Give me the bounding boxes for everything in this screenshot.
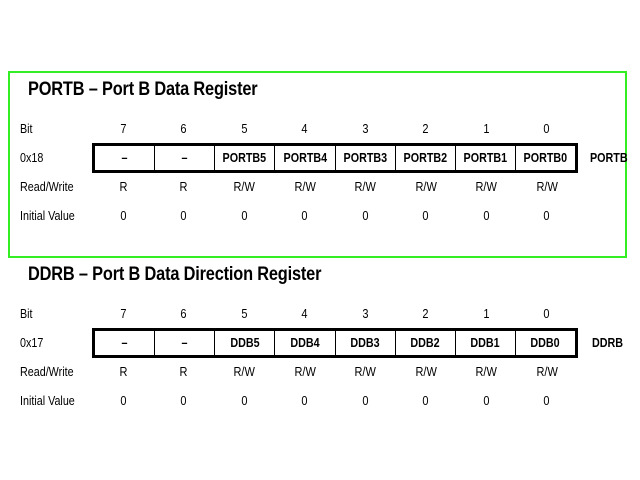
ddrb-bit-label: Bit	[20, 307, 33, 321]
portb-initial-value: 0	[120, 209, 127, 223]
portb-initial-value: 0	[241, 209, 248, 223]
portb-title: PORTB – Port B Data Register	[28, 79, 258, 100]
ddrb-bit-number: 0	[543, 307, 550, 321]
portb-bit-cell: PORTB1	[456, 146, 516, 170]
ddrb-bit-cell: DDB5	[215, 331, 276, 355]
ddrb-initial-label: Initial Value	[20, 394, 75, 408]
ddrb-bit-number: 7	[120, 307, 127, 321]
ddrb-bit-cell: –	[155, 331, 216, 355]
portb-bit-numbers: 7 6 5 4 3 2 1 0	[93, 122, 577, 136]
portb-register-name: PORTB	[590, 151, 628, 165]
portb-bit-number: 5	[241, 122, 248, 136]
portb-register-box: – – PORTB5 PORTB4 PORTB3 PORTB2 PORTB1 P…	[92, 143, 578, 173]
portb-bit-number: 7	[120, 122, 127, 136]
ddrb-bit-cell: DDB2	[396, 331, 456, 355]
ddrb-bit-number: 1	[483, 307, 490, 321]
ddrb-bit-cell: DDB1	[456, 331, 516, 355]
ddrb-title: DDRB – Port B Data Direction Register	[28, 264, 322, 285]
portb-bit-cell: PORTB2	[396, 146, 456, 170]
ddrb-initial-value: 0	[422, 394, 429, 408]
portb-address-label: 0x18	[20, 151, 44, 165]
ddrb-bit-number: 4	[301, 307, 308, 321]
ddrb-initial-value: 0	[483, 394, 490, 408]
ddrb-register-box: – – DDB5 DDB4 DDB3 DDB2 DDB1 DDB0	[92, 328, 578, 358]
portb-initial-value: 0	[180, 209, 187, 223]
ddrb-initial-value: 0	[301, 394, 308, 408]
portb-bit-number: 4	[301, 122, 308, 136]
portb-rw-label: Read/Write	[20, 180, 74, 194]
ddrb-bit-number: 5	[241, 307, 248, 321]
ddrb-initial-value: 0	[180, 394, 187, 408]
ddrb-access-value: R/W	[294, 365, 316, 379]
ddrb-access-value: R/W	[233, 365, 255, 379]
portb-bit-cell: –	[155, 146, 216, 170]
ddrb-register-name: DDRB	[592, 336, 624, 350]
portb-bit-number: 0	[543, 122, 550, 136]
portb-bit-number: 1	[483, 122, 490, 136]
portb-bit-cell: PORTB0	[523, 151, 568, 165]
portb-bit-cell: PORTB3	[336, 146, 396, 170]
ddrb-access-value: R/W	[536, 365, 558, 379]
ddrb-initial-value: 0	[120, 394, 127, 408]
ddrb-bit-number: 3	[362, 307, 369, 321]
ddrb-bit-number: 6	[180, 307, 187, 321]
portb-initial-value: 0	[362, 209, 369, 223]
ddrb-access-value: R/W	[475, 365, 497, 379]
portb-bit-cell: –	[95, 146, 156, 170]
portb-initial-label: Initial Value	[20, 209, 75, 223]
portb-bit-number: 2	[422, 122, 429, 136]
ddrb-bit-cell: DDB0	[530, 336, 561, 350]
ddrb-rw-label: Read/Write	[20, 365, 74, 379]
ddrb-bit-number: 2	[422, 307, 429, 321]
ddrb-access-value: R/W	[415, 365, 437, 379]
portb-access-value: R/W	[354, 180, 376, 194]
portb-initial-value: 0	[483, 209, 490, 223]
portb-bit-cell: PORTB4	[275, 146, 336, 170]
portb-access-value: R/W	[294, 180, 316, 194]
ddrb-address-label: 0x17	[20, 336, 44, 350]
portb-highlight-frame	[8, 71, 627, 258]
portb-bit-number: 6	[180, 122, 187, 136]
portb-access-value: R/W	[415, 180, 437, 194]
portb-access-value: R/W	[475, 180, 497, 194]
ddrb-access-value: R	[179, 365, 188, 379]
portb-bit-number: 3	[362, 122, 369, 136]
portb-initial-value: 0	[543, 209, 550, 223]
ddrb-access-value: R/W	[354, 365, 376, 379]
ddrb-access-row: R R R/W R/W R/W R/W R/W R/W	[93, 365, 577, 379]
ddrb-access-value: R	[119, 365, 128, 379]
ddrb-bit-cell: DDB3	[336, 331, 396, 355]
ddrb-bit-cell: –	[95, 331, 156, 355]
ddrb-bit-numbers: 7 6 5 4 3 2 1 0	[93, 307, 577, 321]
portb-access-value: R/W	[536, 180, 558, 194]
ddrb-initial-row: 0 0 0 0 0 0 0 0	[93, 394, 577, 408]
ddrb-initial-value: 0	[543, 394, 550, 408]
portb-access-row: R R R/W R/W R/W R/W R/W R/W	[93, 180, 577, 194]
portb-access-value: R	[179, 180, 188, 194]
portb-initial-value: 0	[301, 209, 308, 223]
ddrb-initial-value: 0	[241, 394, 248, 408]
portb-initial-value: 0	[422, 209, 429, 223]
portb-bit-cell: PORTB5	[215, 146, 276, 170]
ddrb-initial-value: 0	[362, 394, 369, 408]
portb-access-value: R/W	[233, 180, 255, 194]
portb-initial-row: 0 0 0 0 0 0 0 0	[93, 209, 577, 223]
portb-access-value: R	[119, 180, 128, 194]
ddrb-bit-cell: DDB4	[275, 331, 336, 355]
portb-bit-label: Bit	[20, 122, 33, 136]
